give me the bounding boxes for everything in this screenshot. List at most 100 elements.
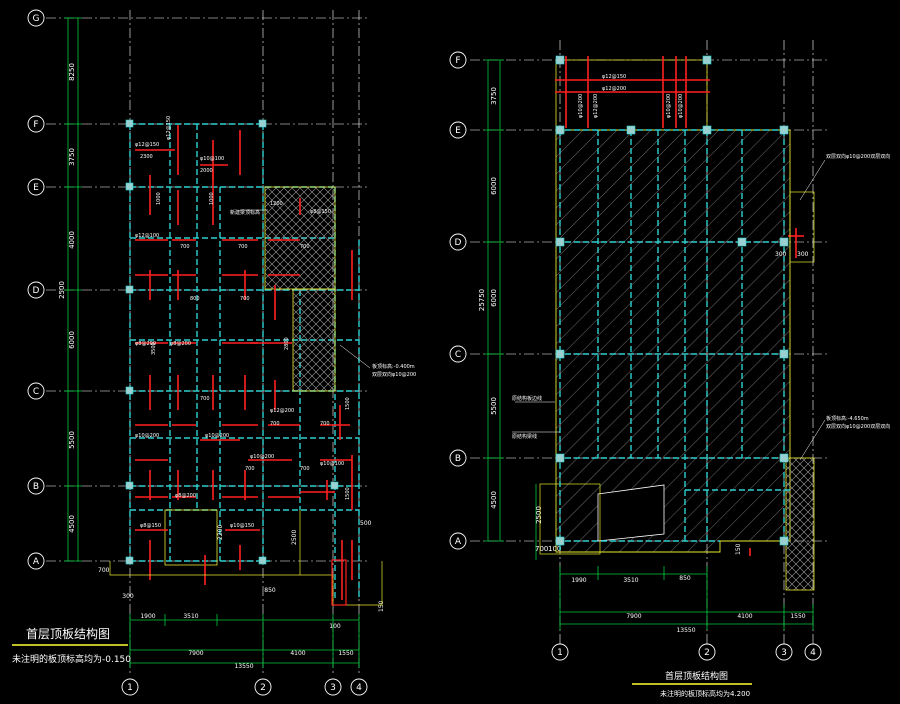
- left-row-axis-C: C: [33, 387, 39, 397]
- bdim: 100: [329, 623, 341, 630]
- right-col-axis-2: 2: [704, 648, 710, 658]
- right-floor-plan: 3750 6000 6000 5500 4500 2500 25750 700 …: [449, 40, 890, 698]
- span-label: 700: [270, 421, 280, 427]
- right-bottom-dim-texts: 1990 3510 850 7900 4100 1550 13550: [571, 575, 805, 634]
- rebar-label: φ10@100: [200, 156, 224, 162]
- left-col-bubble-labels: 1 2 3 4: [127, 683, 362, 693]
- right-row-axis-D: D: [455, 238, 462, 248]
- right-bottom-dimension: [559, 566, 814, 630]
- right-row-axis-F: F: [455, 56, 460, 66]
- rvdim-0: 3750: [490, 87, 498, 105]
- rebar-label: φ10@200: [135, 433, 159, 439]
- rvdim-5: 2500: [535, 506, 543, 524]
- left-floor-plan: 8250 3750 4000 2500 6000 5500 4500 G F E…: [12, 9, 416, 696]
- rebar-label: φ12@200: [593, 94, 599, 118]
- bdim-total: 13550: [234, 663, 253, 670]
- rbdim: 1990: [571, 577, 586, 584]
- span-label: 700: [300, 466, 310, 472]
- right-vertical-dimension: [484, 59, 537, 560]
- note-old-slab-edge: 原结构板边线: [512, 395, 542, 402]
- left-row-bubble-labels: G F E D C B A: [33, 14, 40, 567]
- rebar-label: φ8@200: [170, 341, 191, 347]
- span-label: 700: [320, 421, 330, 427]
- small-dim: 500: [360, 520, 372, 527]
- left-col-axis-1: 1: [127, 683, 133, 693]
- span-label: 800: [190, 296, 200, 302]
- bdim: 7900: [188, 650, 203, 657]
- left-row-axis-D: D: [33, 286, 40, 296]
- right-col-bubble-labels: 1 2 3 4: [557, 648, 816, 658]
- left-bottom-dimension: [129, 614, 360, 668]
- left-site-outline: [109, 510, 383, 606]
- right-rebar-labels: φ12@150 φ12@200 φ10@200 φ10@200 φ10@200 …: [578, 74, 684, 118]
- right-notes: [512, 159, 826, 461]
- right-drawing-subtitle: 未注明的板顶标高均为4.200: [660, 689, 750, 698]
- bdim: 3510: [183, 613, 198, 620]
- span-label: 1200: [270, 201, 283, 207]
- note-right-top: 双层双向φ10@200双层双向: [826, 153, 890, 160]
- left-col-axis-2: 2: [260, 683, 266, 693]
- rvdim-small: 100: [548, 545, 561, 553]
- left-row-axis-A: A: [33, 557, 40, 567]
- span-label: 700: [180, 244, 190, 250]
- span-label: 2800: [284, 337, 290, 350]
- span-label: 2300: [140, 154, 153, 160]
- rbdim: 1550: [790, 613, 805, 620]
- bdim: 300: [122, 593, 134, 600]
- rebar-label: φ10@200: [666, 94, 672, 118]
- rebar-label: φ8@200: [135, 341, 156, 347]
- vdim-2: 4000: [68, 231, 76, 249]
- rebar-label: φ10@100: [320, 461, 344, 467]
- right-vertical-dim-texts: 3750 6000 6000 5500 4500 2500 25750 700 …: [478, 87, 561, 553]
- small-dim: 300: [797, 251, 809, 258]
- rebar-label: φ10@150: [230, 523, 254, 529]
- span-label: 1500: [345, 487, 351, 500]
- left-row-axis-G: G: [33, 14, 40, 24]
- rbdim: 3510: [623, 577, 638, 584]
- right-beams: [556, 129, 790, 552]
- right-small-dims: 300 300 150: [735, 251, 809, 555]
- span-label: 700: [238, 244, 248, 250]
- span-label: 2000: [200, 168, 213, 174]
- note-slab-rebar: 双层双向φ10@200: [372, 371, 416, 378]
- rebar-label: φ8@150: [140, 523, 161, 529]
- left-rebar-marks: [135, 125, 353, 600]
- right-drawing-title: 首层顶板结构图: [665, 670, 728, 682]
- note-right-level: 板顶标高:-4.650m: [826, 415, 869, 422]
- rebar-label: φ12@100: [135, 233, 159, 239]
- rebar-label: φ12@200: [270, 408, 294, 414]
- left-vertical-dim-texts: 8250 3750 4000 2500 6000 5500 4500: [58, 63, 76, 533]
- rvdim-2: 6000: [490, 289, 498, 307]
- right-row-bubbles: [449, 51, 467, 550]
- right-note-texts: 双层双向φ10@200双层双向 板顶标高:-4.650m 双层双向φ10@200…: [512, 153, 890, 440]
- small-dim: 2200: [217, 525, 224, 540]
- right-col-axis-3: 3: [781, 648, 787, 658]
- rbdim: 7900: [626, 613, 641, 620]
- left-rebar-labels: φ12@150 φ12@150 φ8@200 φ8@200 φ12@100 φ1…: [135, 116, 344, 529]
- note-slab-level: 板顶标高:-0.400m: [372, 363, 415, 370]
- span-label: 700: [240, 296, 250, 302]
- rebar-label: φ8@150: [310, 209, 331, 215]
- right-row-axis-A: A: [455, 537, 462, 547]
- small-dim: 150: [735, 543, 742, 555]
- right-row-axis-C: C: [455, 350, 461, 360]
- vdim-3: 2500: [58, 281, 66, 299]
- right-side-box: [789, 191, 815, 263]
- left-vertical-dimension: [64, 17, 82, 562]
- rvdim-3: 5500: [490, 397, 498, 415]
- right-col-axis-4: 4: [810, 648, 816, 658]
- small-dim: 150: [378, 600, 385, 612]
- note-old-beam: 原结构梁线: [512, 433, 537, 440]
- rebar-label: φ12@200: [602, 86, 626, 92]
- rvdim-4: 4500: [490, 491, 498, 509]
- rbdim-total: 13550: [676, 627, 695, 634]
- left-col-axis-4: 4: [356, 683, 362, 693]
- note-right-rebar: 双层双向φ10@200双层双向: [826, 423, 890, 430]
- small-dim: 2500: [291, 530, 298, 545]
- rebar-label: φ10@200: [250, 454, 274, 460]
- span-label: 1500: [345, 397, 351, 410]
- rebar-label: φ12@150: [602, 74, 626, 80]
- rebar-label: φ8@200: [175, 493, 196, 499]
